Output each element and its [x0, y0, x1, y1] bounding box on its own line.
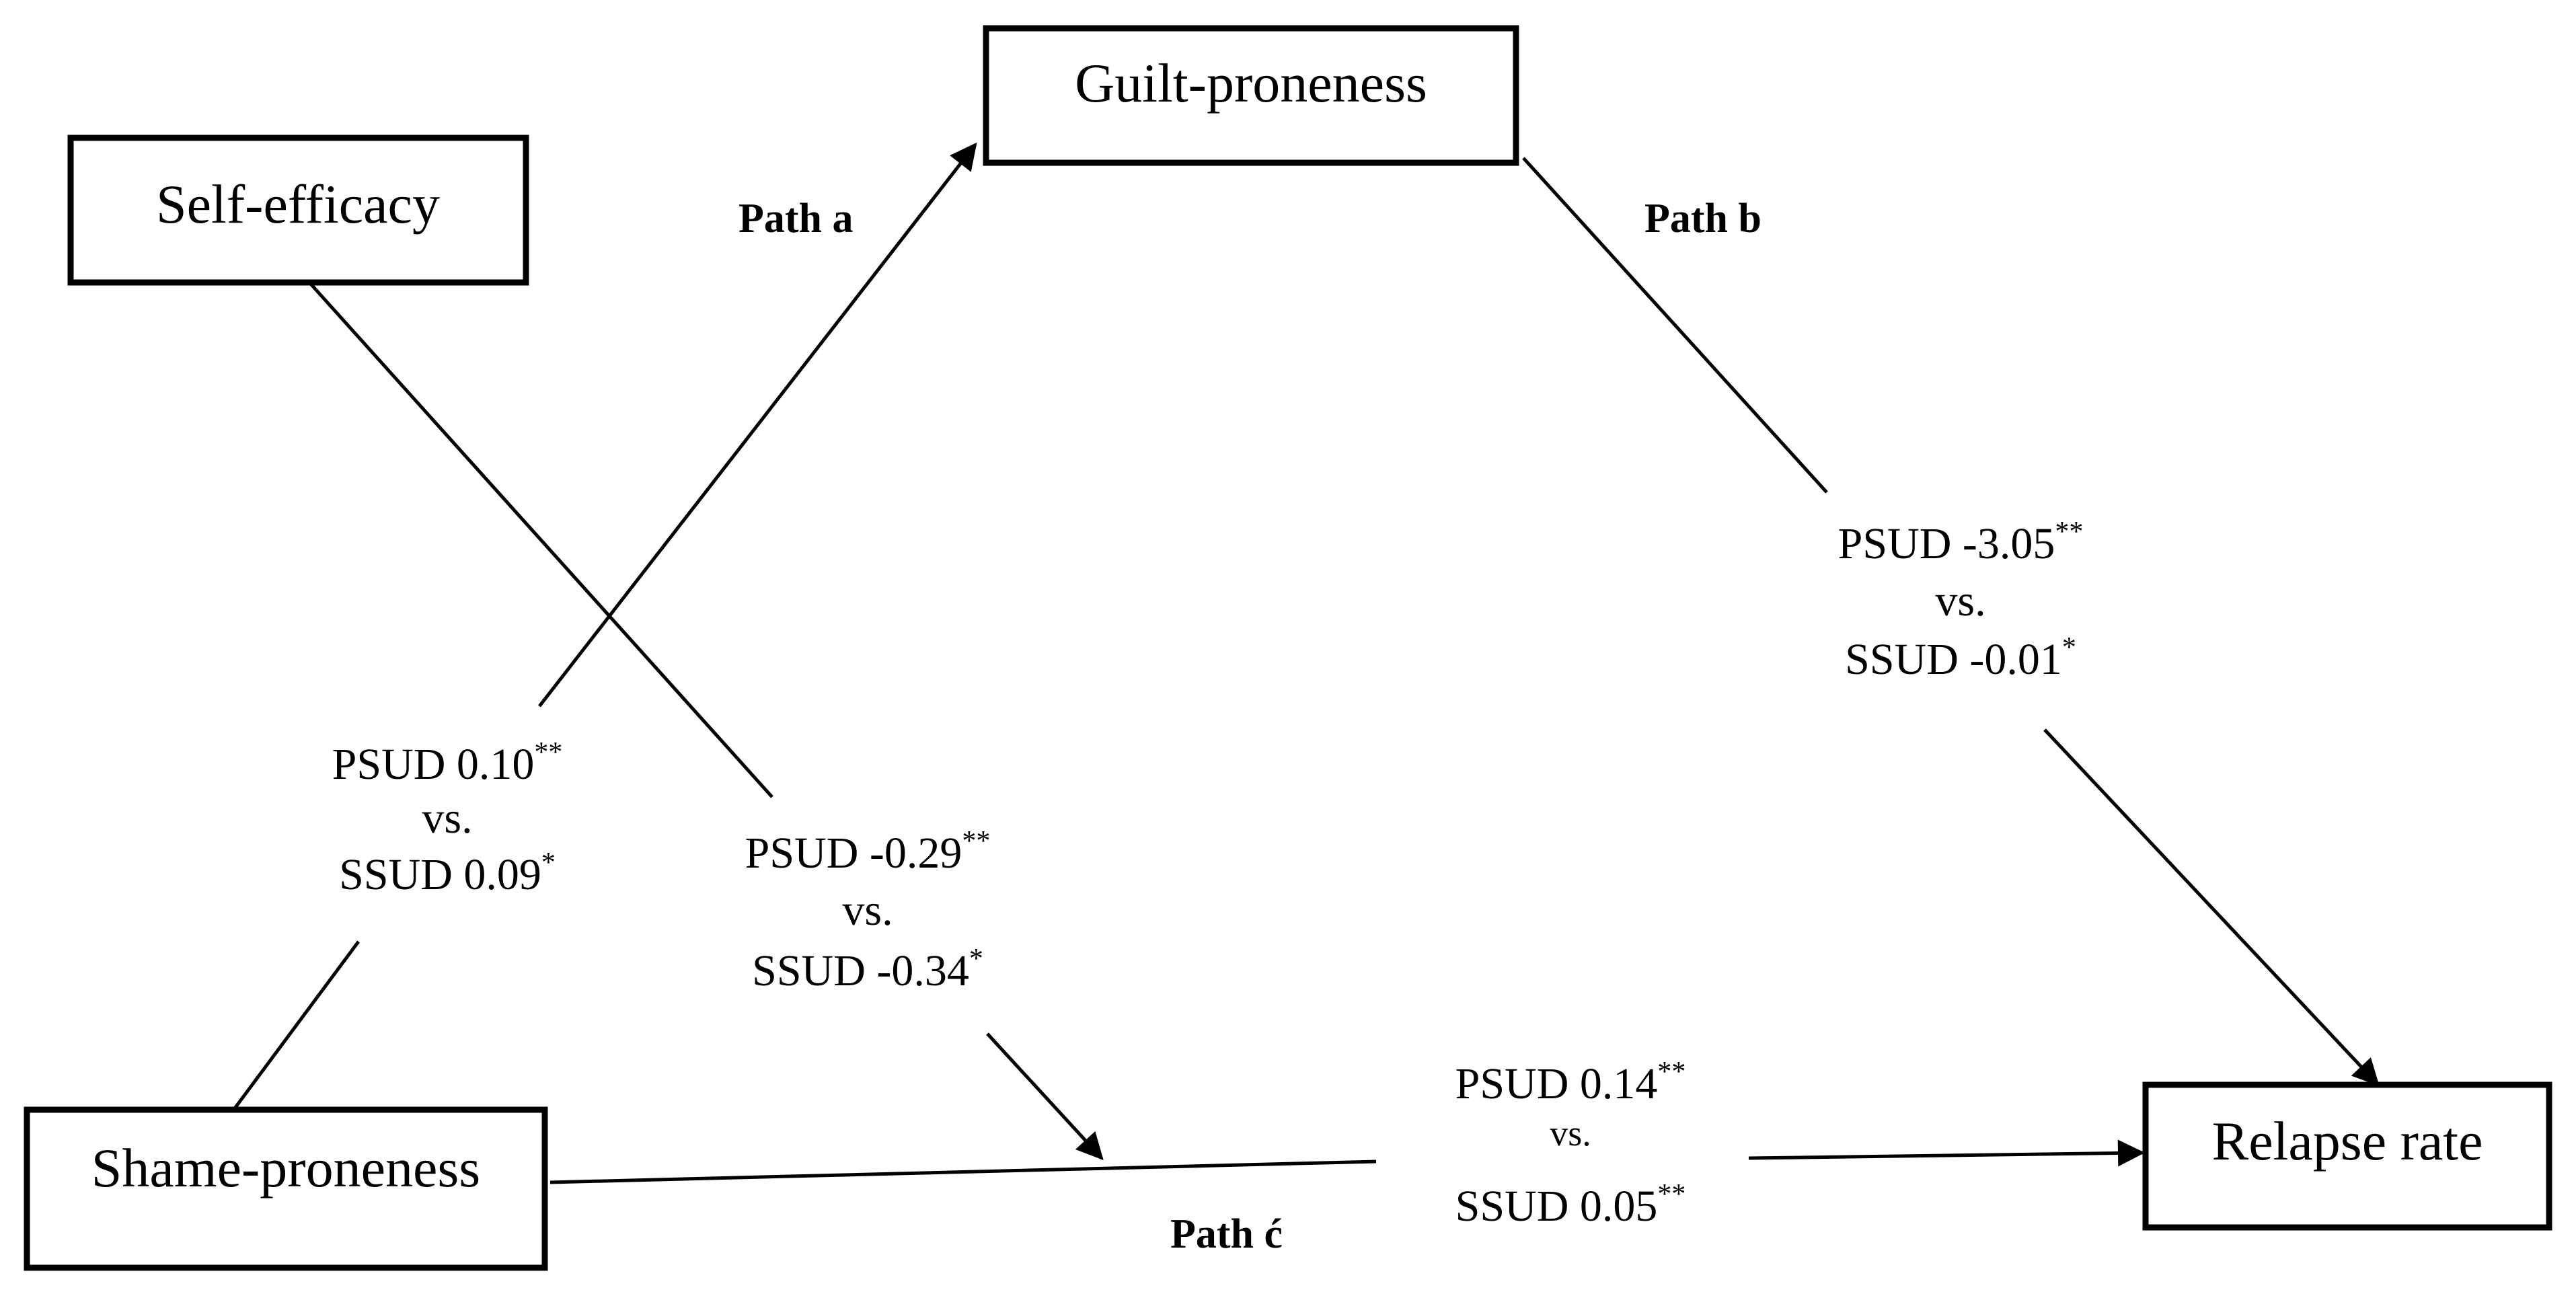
coef-self-efficacy: PSUD -0.29** vs. SSUD -0.34* — [745, 826, 991, 995]
self-efficacy-label: Self-efficacy — [156, 174, 440, 235]
coef-line-ssud: SSUD -0.01* — [1845, 632, 2076, 684]
path-c-label: Path ć — [1170, 1211, 1283, 1257]
path-a-line-lower — [227, 940, 361, 1118]
shame-proneness-label: Shame-proneness — [91, 1137, 480, 1198]
path-b-line-lower — [2043, 728, 2380, 1086]
self-efficacy-line-upper — [308, 281, 773, 798]
coef-shame-to-relapse: PSUD 0.14** vs. SSUD 0.05** — [1455, 1057, 1686, 1231]
coef-line-psud: PSUD -0.29** — [745, 826, 991, 878]
coef-line-vs: vs. — [842, 886, 893, 935]
coef-shame-to-guilt: PSUD 0.10** vs. SSUD 0.09* — [332, 737, 563, 899]
guilt-proneness-node: Guilt-proneness — [983, 25, 1519, 166]
path-b-line-upper — [1522, 157, 1828, 494]
coef-line-vs: vs. — [1935, 576, 1985, 625]
self-efficacy-line-lower — [986, 1032, 1104, 1160]
coef-line-ssud: SSUD -0.34* — [752, 944, 983, 995]
connectors — [227, 142, 2380, 1184]
path-a-label: Path a — [738, 196, 854, 241]
coef-guilt-to-relapse: PSUD -3.05** vs. SSUD -0.01* — [1838, 517, 2084, 684]
shame-proneness-box — [24, 1106, 548, 1271]
coef-line-vs: vs. — [1550, 1113, 1591, 1153]
self-efficacy-node: Self-efficacy — [67, 135, 529, 286]
relapse-rate-node: Relapse rate — [2142, 1081, 2552, 1231]
shame-proneness-node: Shame-proneness — [24, 1106, 548, 1271]
path-b-label: Path b — [1644, 196, 1761, 241]
self-efficacy-box — [67, 135, 529, 286]
coef-line-ssud: SSUD 0.09* — [339, 847, 556, 899]
relapse-rate-box — [2142, 1081, 2552, 1231]
guilt-proneness-label: Guilt-proneness — [1075, 52, 1427, 114]
coef-line-ssud: SSUD 0.05** — [1455, 1179, 1686, 1231]
coef-line-vs: vs. — [422, 794, 472, 843]
relapse-rate-label: Relapse rate — [2212, 1110, 2483, 1172]
coef-line-psud: PSUD -3.05** — [1838, 517, 2084, 568]
coef-line-psud: PSUD 0.10** — [332, 737, 563, 789]
coef-line-psud: PSUD 0.14** — [1455, 1057, 1686, 1108]
guilt-proneness-box — [983, 25, 1519, 166]
path-c-line-right — [1748, 1139, 2145, 1167]
path-c-line-left — [550, 1159, 1377, 1184]
path-a-line-upper — [538, 142, 977, 708]
